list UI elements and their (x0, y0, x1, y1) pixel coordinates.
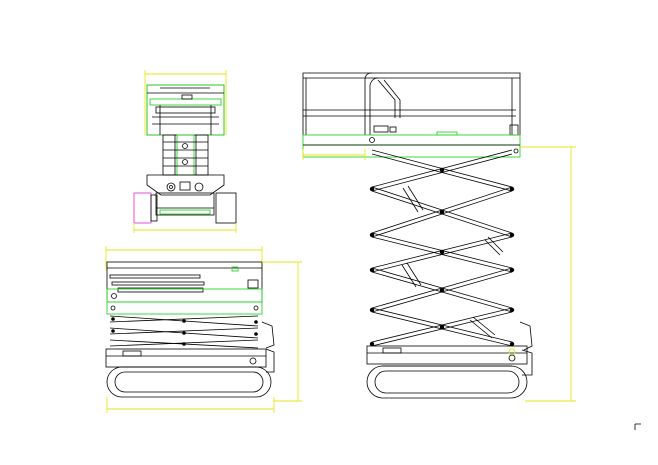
corner-mark (634, 423, 641, 430)
front-view (133, 70, 237, 233)
side-view-stowed (105, 246, 302, 413)
side-view-extended (302, 72, 576, 402)
